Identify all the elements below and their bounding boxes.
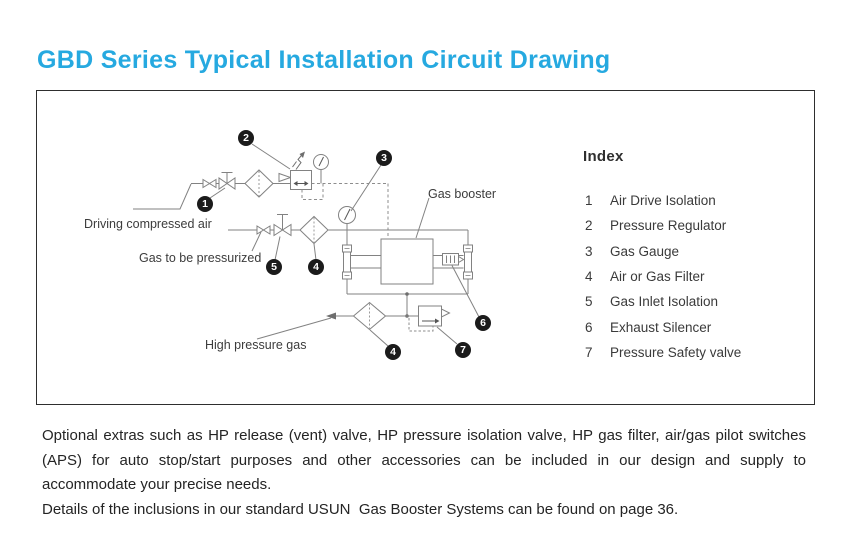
callout-5-gas-inlet-isolation: 5 [266,259,282,275]
label-gas-booster: Gas booster [428,187,497,201]
callout-3-gas-gauge: 3 [376,150,392,166]
callout-1-air-isolation: 1 [197,196,213,212]
index-item-number: 4 [585,269,593,285]
label-gas-to-be-pressurized: Gas to be pressurized [139,251,262,265]
index-item: 6 Exhaust Silencer [585,314,815,339]
pressure-regulator-icon [278,151,312,190]
index-item: 5 Gas Inlet Isolation [585,289,815,314]
index-item: 4 Air or Gas Filter [585,264,815,289]
gas-isolation-valve-icon [273,214,292,237]
index-title: Index [583,148,624,165]
gas-filter-icon [299,215,329,245]
exhaust-silencer-icon [442,253,480,318]
page-title: GBD Series Typical Installation Circuit … [37,46,611,74]
safety-valve-icon [408,305,458,345]
index-item: 3 Gas Gauge [585,239,815,264]
air-gauge-icon [313,154,329,184]
index-item-number: 5 [585,294,593,310]
air-filter-icon [244,169,274,198]
index-item-label: Pressure Safety valve [610,344,742,360]
gas-gauge-icon [338,206,356,230]
circuit-diagram-frame: Driving compressed air Gas to be pressur… [36,90,815,405]
index-item-number: 6 [585,319,593,335]
optional-extras-paragraph: Optional extras such as HP release (vent… [42,427,806,494]
index-item-number: 3 [585,243,593,259]
check-valve-gas-icon [256,225,271,235]
hp-filter-icon [352,301,389,347]
label-high-pressure-gas: High pressure gas [205,338,307,352]
index-item: 7 Pressure Safety valve [585,340,815,365]
index-item-number: 1 [585,193,593,209]
index-list: 1 Air Drive Isolation 2 Pressure Regulat… [585,188,815,365]
callout-4-hp-filter: 4 [385,344,401,360]
index-item-number: 2 [585,218,593,234]
footer-notes: Optional extras such as HP release (vent… [42,424,806,522]
hp-gas-line [256,312,419,340]
index-item-label: Exhaust Silencer [610,319,712,335]
callout-2-pressure-regulator: 2 [238,130,254,146]
details-paragraph: Details of the inclusions in our standar… [42,500,679,518]
callout-7-safety-valve: 7 [455,342,471,358]
gas-booster-assembly [342,197,473,318]
label-driving-compressed-air: Driving compressed air [84,217,212,231]
index-item-label: Gas Inlet Isolation [610,294,719,310]
callout-leader-lines [209,143,382,261]
air-isolation-valve-icon [218,172,236,190]
index-item-label: Air Drive Isolation [610,193,716,209]
index-item-label: Pressure Regulator [610,218,727,234]
check-valve-air-icon [202,178,217,189]
circuit-drawing [133,143,480,347]
index-item-label: Air or Gas Filter [610,269,705,285]
index-item-number: 7 [585,344,593,360]
callout-4-air-filter: 4 [308,259,324,275]
index-item-label: Gas Gauge [610,243,680,259]
index-item: 1 Air Drive Isolation [585,188,815,213]
callout-6-exhaust-silencer: 6 [475,315,491,331]
index-item: 2 Pressure Regulator [585,213,815,238]
